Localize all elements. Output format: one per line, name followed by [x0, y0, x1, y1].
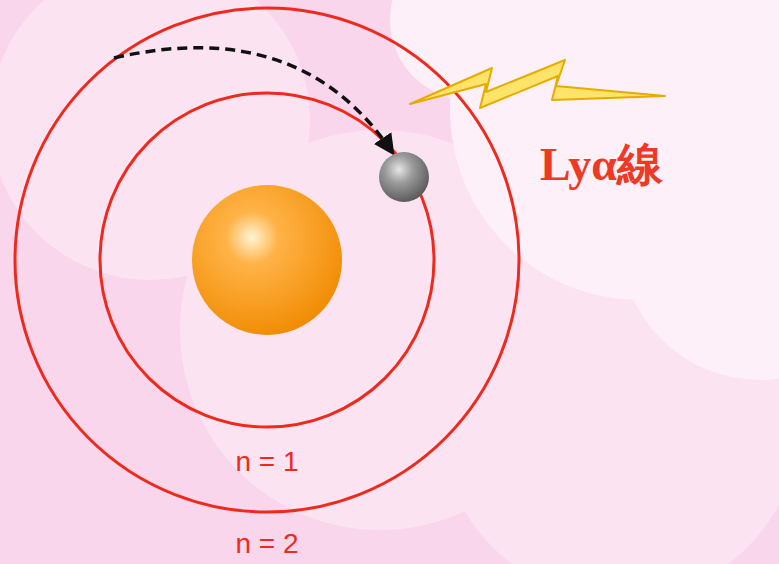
orbit-n1 — [100, 93, 434, 427]
orbit-n2 — [15, 8, 519, 512]
electron — [379, 152, 429, 202]
nucleus — [192, 185, 342, 335]
transition-arrow — [114, 48, 392, 152]
emission-label: Lyα線 — [540, 142, 663, 188]
orbit-label: n = 2 — [235, 530, 298, 558]
photon-bolt — [410, 60, 665, 108]
cloud-highlight — [390, 0, 779, 380]
orbit-label: n = 1 — [235, 448, 298, 476]
